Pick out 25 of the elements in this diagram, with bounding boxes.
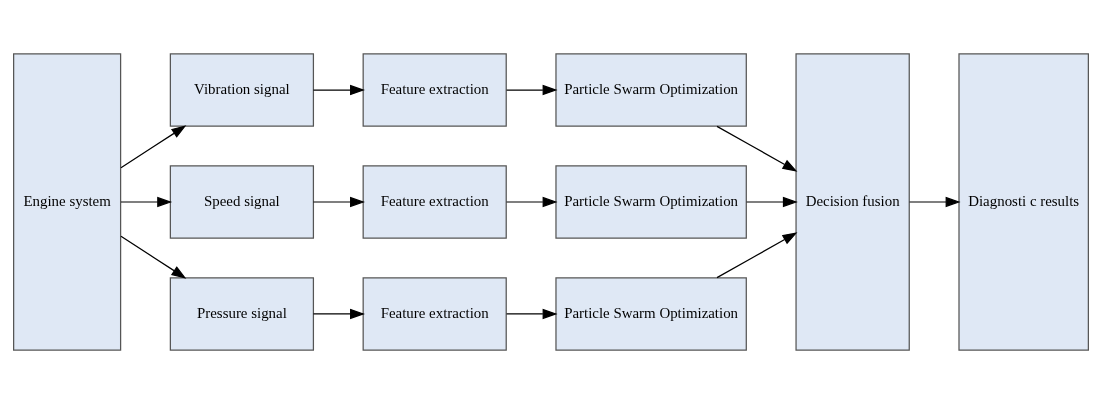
node-box: Engine system [13,52,122,351]
arrow [746,196,798,207]
arrow [312,196,365,207]
node-box: Particle Swarm Optimization [555,164,747,239]
arrow [505,84,558,95]
node-box: Decision fusion [795,52,910,351]
node-box: Diagnosti c results [958,52,1089,351]
arrow [505,196,558,207]
arrow [908,196,961,207]
node-box: Speed signal [169,164,315,239]
node-box: Pressure signal [169,276,315,351]
arrow [505,308,558,319]
arrow [120,235,187,279]
node-box: Vibration signal [169,52,315,127]
arrow [312,84,365,95]
arrow [120,196,173,207]
node-box: Feature extraction [362,164,507,239]
node-box: Particle Swarm Optimization [555,276,747,351]
arrow [120,124,187,168]
arrow [312,308,365,319]
node-box: Particle Swarm Optimization [555,52,747,127]
arrow [716,231,798,278]
arrow [716,125,798,172]
node-box: Feature extraction [362,52,507,127]
node-box: Feature extraction [362,276,507,351]
